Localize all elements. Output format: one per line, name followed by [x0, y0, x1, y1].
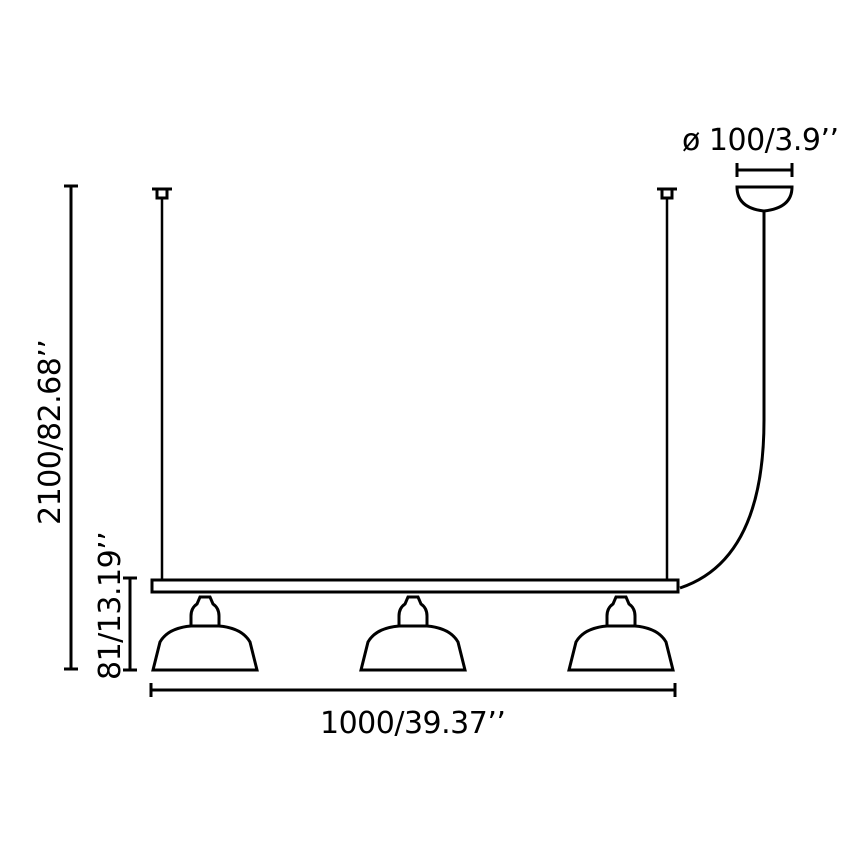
lamp-shade-1 [151, 595, 259, 672]
canopy-diameter-label: ø 100/3.9’’ [682, 123, 839, 158]
lamp-shade-3 [567, 595, 675, 672]
total-height-dimension: 2100/82.68’’ [33, 184, 78, 671]
lamp-shade-2 [359, 595, 467, 672]
power-cable [679, 211, 766, 590]
lamp-bar [150, 578, 680, 594]
total-height-label: 2100/82.68’’ [33, 340, 68, 525]
canopy-diameter-dimension: ø 100/3.9’’ [682, 123, 839, 177]
lamp-height-dimension: 81/13.19’’ [93, 532, 137, 680]
lamp-height-label: 81/13.19’’ [93, 532, 128, 680]
total-width-dimension: 1000/39.37’’ [149, 683, 677, 741]
total-width-label: 1000/39.37’’ [320, 706, 505, 741]
suspension-cable-right [657, 187, 677, 580]
ceiling-canopy [735, 185, 794, 213]
suspension-cable-left [152, 187, 172, 580]
